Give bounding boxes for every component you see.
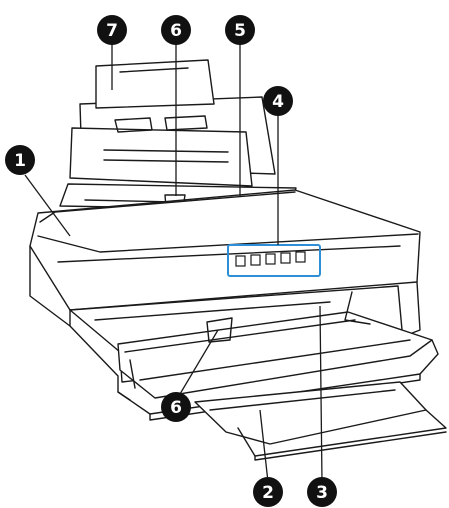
rear-paper-support (69, 59, 276, 187)
control-button-3 (265, 253, 276, 265)
callout-2: 2 (253, 477, 283, 507)
callout-5-label: 5 (234, 21, 246, 41)
callout-1: 1 (5, 145, 35, 175)
callout-1-label: 1 (14, 151, 26, 171)
control-button-5 (295, 251, 306, 263)
callout-7-label: 7 (106, 21, 118, 41)
front-manual-feed-tray (117, 291, 433, 399)
leader-lines (24, 42, 323, 483)
callout-6-top-label: 6 (170, 21, 182, 41)
callout-3-label: 3 (316, 483, 328, 503)
callout-6-bottom: 6 (161, 392, 191, 422)
callout-5: 5 (225, 15, 255, 45)
callout-7: 7 (97, 15, 127, 45)
control-button-2 (250, 254, 261, 266)
leader-line-6-bottom (179, 329, 219, 395)
callout-4: 4 (263, 86, 293, 116)
leader-line-1 (24, 174, 71, 237)
leader-line-3 (319, 305, 323, 483)
callout-2-label: 2 (262, 483, 274, 503)
output-tray-extension (194, 381, 447, 461)
control-panel (227, 244, 321, 277)
control-button-1 (235, 255, 246, 267)
control-button-4 (280, 252, 291, 264)
leader-line-2 (259, 409, 269, 483)
callout-3: 3 (307, 477, 337, 507)
callout-6-top: 6 (161, 15, 191, 45)
callout-6-bottom-label: 6 (170, 398, 182, 418)
callout-4-label: 4 (272, 92, 284, 112)
